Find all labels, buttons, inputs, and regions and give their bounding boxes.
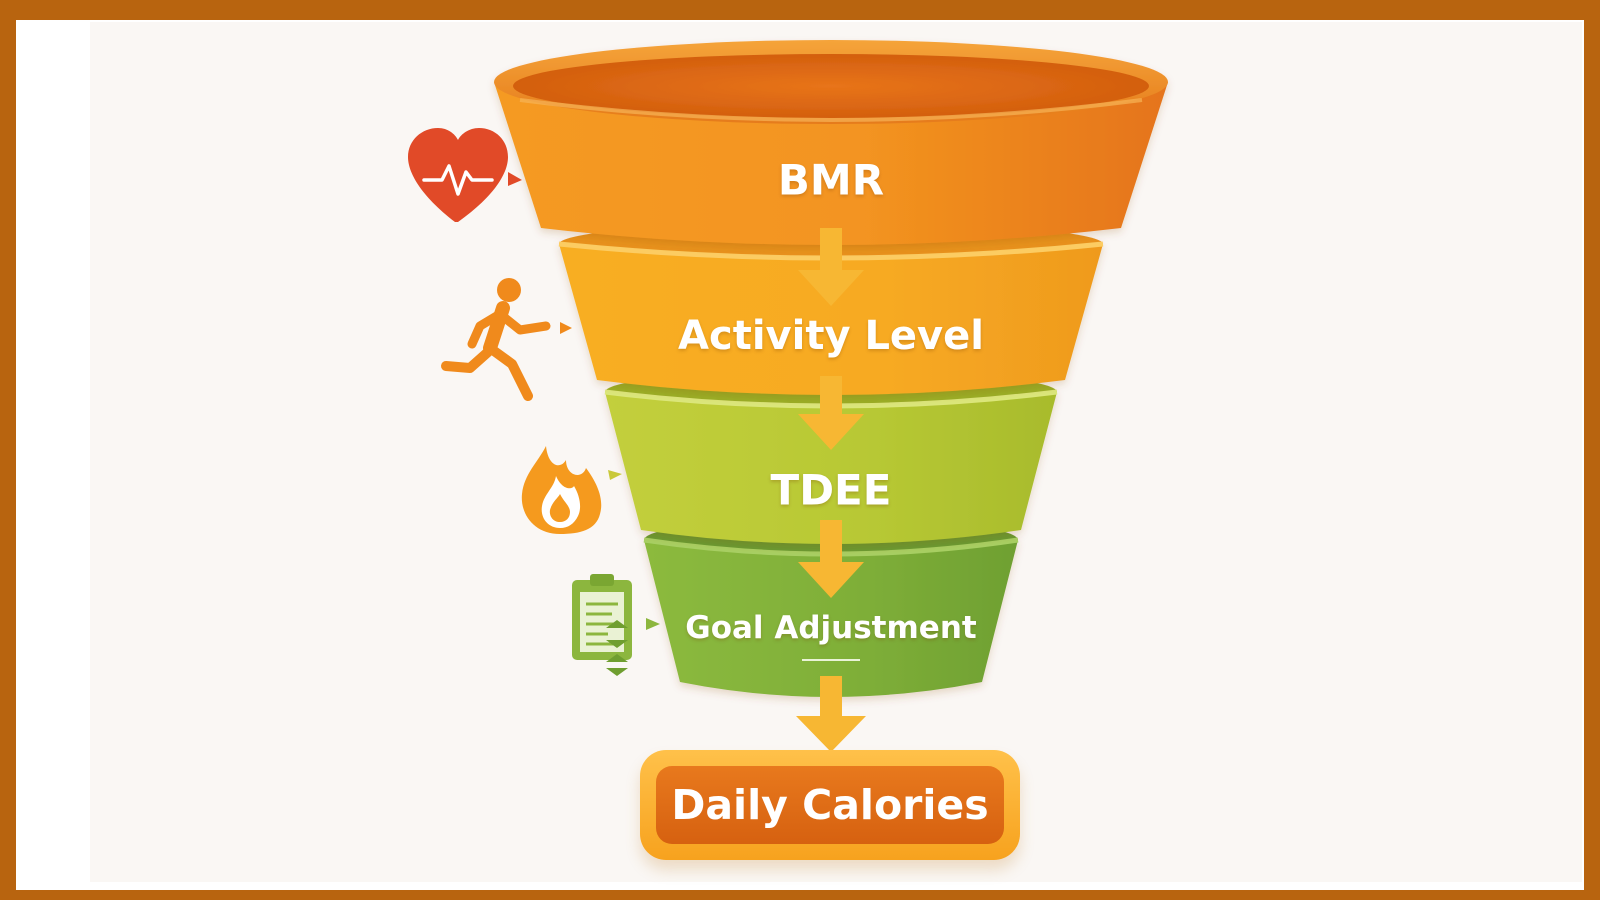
daily-calories-inner: Daily Calories <box>656 766 1004 844</box>
flame-icon <box>521 446 622 534</box>
heart-pulse-icon <box>408 128 522 222</box>
clipboard-icon <box>572 574 660 676</box>
stage-label-goal-adjustment: Goal Adjustment <box>685 610 977 646</box>
arrow-activity-to-tdee <box>798 376 864 450</box>
stage-label-bmr: BMR <box>777 155 885 205</box>
stage-bmr <box>494 40 1168 245</box>
stage-label-activity-level: Activity Level <box>678 313 984 359</box>
stage-label-tdee: TDEE <box>770 465 892 515</box>
daily-calories-label: Daily Calories <box>671 781 989 829</box>
daily-calories-box: Daily Calories <box>640 750 1020 860</box>
arrow-tdee-to-goal <box>798 520 864 598</box>
arrow-bmr-to-activity <box>798 228 864 306</box>
running-person-icon <box>441 278 572 401</box>
arrow-goal-to-output <box>796 676 866 752</box>
